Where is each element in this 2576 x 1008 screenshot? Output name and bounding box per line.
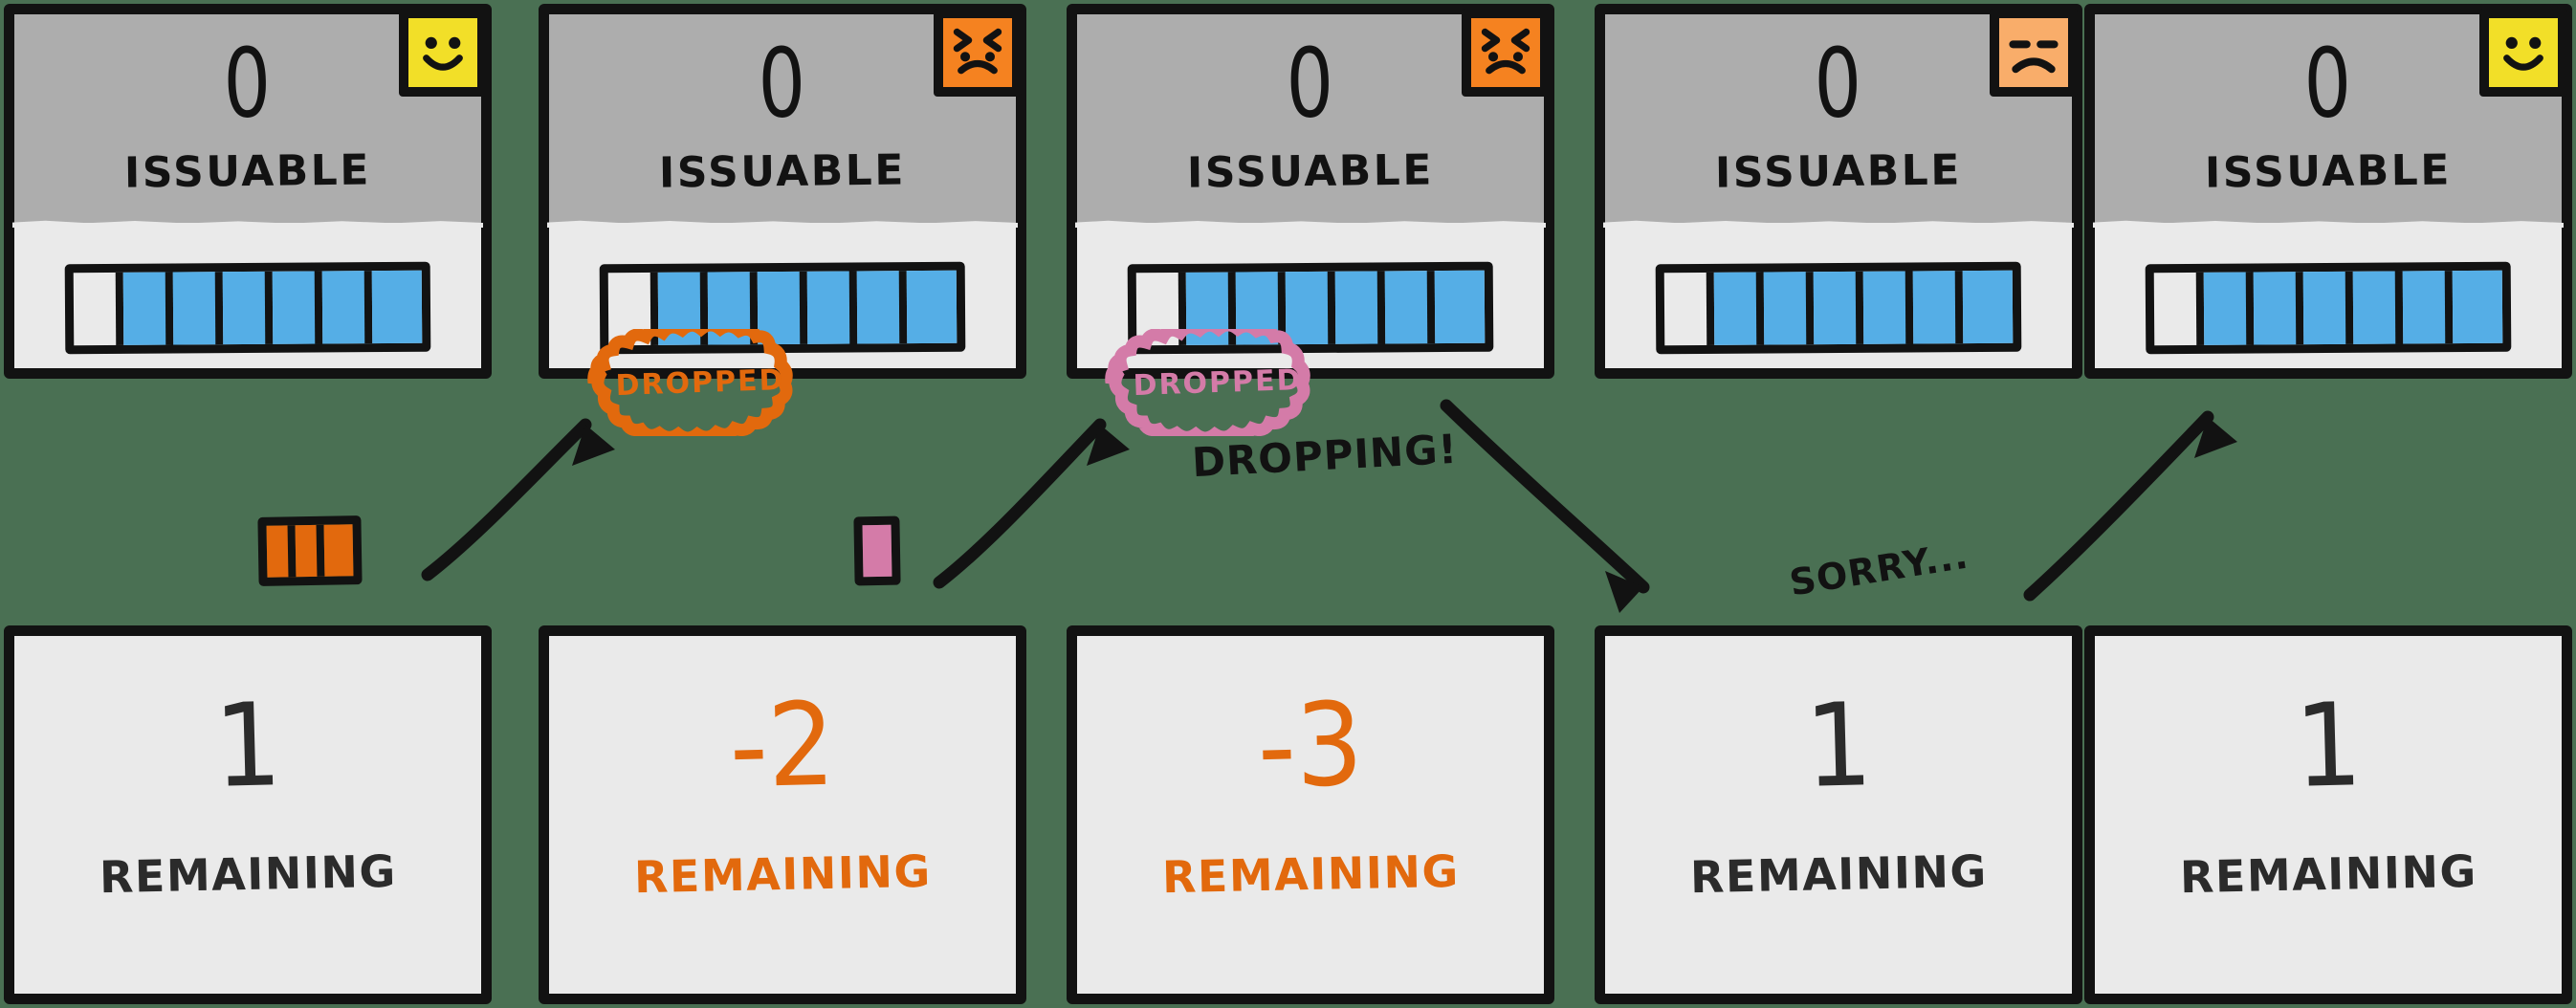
- remaining-number-3: -3: [1256, 678, 1365, 815]
- slot-filled: [2253, 272, 2304, 345]
- remaining-card-1[interactable]: 1 REMAINING: [4, 625, 492, 1004]
- slot-filled: [122, 272, 174, 345]
- remaining-label-1: REMAINING: [99, 844, 397, 904]
- slot-filled: [1862, 271, 1914, 344]
- issuable-card-3[interactable]: 0 ISSUABLE: [1067, 4, 1554, 379]
- token-cell: [295, 524, 325, 578]
- remaining-card-3[interactable]: -3 REMAINING: [1067, 625, 1554, 1004]
- issuable-card-2[interactable]: 0 ISSUABLE: [539, 4, 1026, 379]
- token-cell: [862, 524, 892, 578]
- slot-filled: [1962, 270, 2014, 344]
- slot-filled: [2452, 270, 2503, 344]
- slot-filled: [272, 271, 323, 344]
- remaining-label-4: REMAINING: [1689, 844, 1988, 904]
- slot-filled: [2203, 272, 2255, 345]
- slot-filled: [321, 271, 373, 344]
- slot-filled: [1384, 271, 1436, 344]
- happy-face-icon: [2479, 9, 2567, 97]
- slot-filled: [222, 271, 274, 345]
- slot-filled: [2302, 271, 2354, 345]
- issuable-card-5-body: [2095, 223, 2562, 577]
- happy-face-icon: [399, 9, 487, 97]
- slot-bar-5: [2145, 261, 2512, 355]
- slot-filled: [2402, 271, 2454, 344]
- dropped-badge-orange-text: DROPPED: [614, 362, 785, 403]
- issuable-card-5[interactable]: 0 ISSUABLE: [2084, 4, 2572, 379]
- remaining-label-3: REMAINING: [1161, 844, 1460, 904]
- issuable-label-4: ISSUABLE: [1714, 145, 1963, 198]
- slot-filled: [2352, 271, 2404, 344]
- token-cell: [266, 525, 297, 578]
- slot-empty: [73, 272, 124, 346]
- remaining-number-1: 1: [212, 679, 283, 814]
- slot-filled: [1763, 272, 1815, 345]
- issuable-card-1[interactable]: 0 ISSUABLE: [4, 4, 492, 379]
- dropped-badge-pink-text: DROPPED: [1132, 362, 1303, 403]
- slot-empty: [2153, 272, 2205, 346]
- issuable-count-2: 0: [757, 28, 808, 141]
- dropped-badge-pink: DROPPED: [1098, 329, 1337, 436]
- dropped-badge-pink-cloud: [1105, 329, 1310, 436]
- arrow-card3-to-card4-head: [1605, 571, 1643, 613]
- remaining-label-2: REMAINING: [633, 844, 932, 904]
- slot-filled: [172, 272, 224, 345]
- issuable-label-1: ISSUABLE: [123, 145, 372, 198]
- remaining-number-4: 1: [1803, 679, 1874, 814]
- slot-filled: [856, 271, 908, 344]
- pink-token[interactable]: [853, 515, 901, 586]
- remaining-card-5[interactable]: 1 REMAINING: [2084, 625, 2572, 1004]
- slot-filled: [371, 270, 423, 344]
- issuable-count-4: 0: [1813, 28, 1864, 141]
- angry-face-icon: [934, 9, 1022, 97]
- issuable-count-3: 0: [1285, 28, 1336, 141]
- orange-token[interactable]: [257, 515, 363, 586]
- issuable-card-1-body: [14, 223, 481, 577]
- issuable-label-3: ISSUABLE: [1186, 145, 1435, 198]
- dropped-badge-orange: DROPPED: [581, 329, 820, 436]
- remaining-number-5: 1: [2293, 679, 2364, 814]
- remaining-label-5: REMAINING: [2179, 844, 2477, 904]
- slot-filled: [1713, 272, 1765, 345]
- slot-filled: [1912, 271, 1964, 344]
- sad-face-icon: [1990, 9, 2078, 97]
- slot-empty: [1663, 272, 1715, 346]
- slot-filled: [1434, 270, 1486, 344]
- token-cell: [323, 524, 354, 577]
- issuable-label-2: ISSUABLE: [658, 145, 907, 198]
- slot-filled: [1813, 271, 1864, 345]
- angry-face-icon: [1462, 9, 1550, 97]
- remaining-number-2: -2: [728, 678, 837, 815]
- slot-bar-4: [1655, 261, 2022, 355]
- dropped-badge-orange-cloud: [587, 329, 793, 436]
- slot-filled: [1334, 271, 1386, 344]
- issuable-card-4-body: [1605, 223, 2072, 577]
- slot-bar-1: [64, 261, 431, 355]
- issuable-label-5: ISSUABLE: [2204, 145, 2453, 198]
- remaining-card-2[interactable]: -2 REMAINING: [539, 625, 1026, 1004]
- issuable-card-4[interactable]: 0 ISSUABLE: [1595, 4, 2082, 379]
- slot-filled: [906, 270, 958, 344]
- issuable-count-5: 0: [2302, 28, 2354, 141]
- remaining-card-4[interactable]: 1 REMAINING: [1595, 625, 2082, 1004]
- issuable-count-1: 0: [222, 28, 274, 141]
